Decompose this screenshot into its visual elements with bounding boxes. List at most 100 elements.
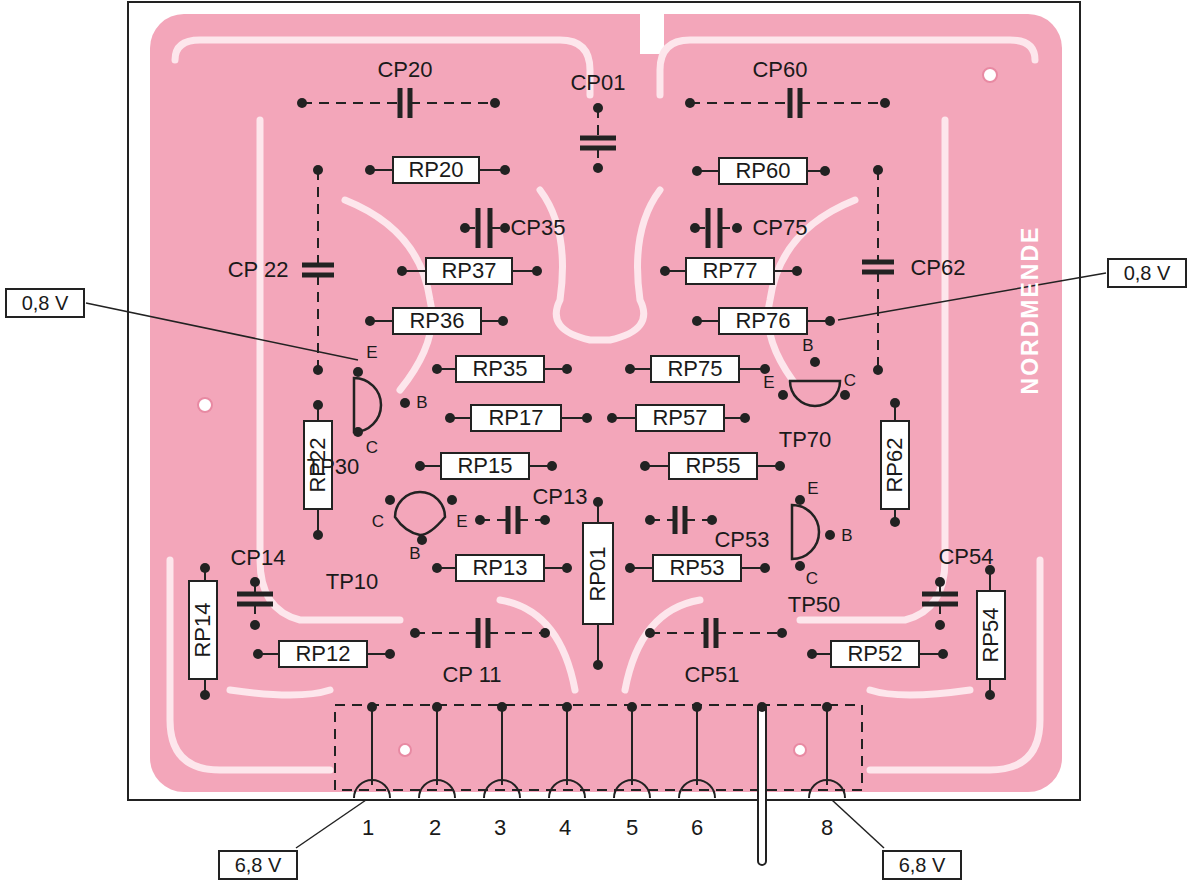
resistor-box: RP53: [652, 554, 742, 582]
pad: [200, 563, 210, 573]
pad: [313, 530, 323, 540]
capacitor-label: CP01: [570, 72, 625, 94]
pin-number: 6: [691, 817, 703, 839]
transistor-symbol: [395, 492, 445, 535]
cp53-leads: [650, 519, 712, 521]
leader-line: [296, 800, 366, 848]
resistor-box: RP62: [880, 420, 910, 510]
resistor-box: RP13: [455, 554, 545, 582]
pad: [498, 316, 508, 326]
pad: [760, 364, 770, 374]
part-text: RP13: [472, 557, 527, 579]
part-text: RP55: [685, 455, 740, 477]
capacitor-symbol: [790, 88, 800, 118]
part-text: RP76: [735, 310, 790, 332]
part-text: RP77: [702, 260, 757, 282]
part-text: 0,8 V: [1124, 263, 1171, 283]
pad: [490, 98, 500, 108]
pad: [795, 495, 805, 505]
resistor-box: RP57: [635, 404, 725, 432]
capacitor-label: CP14: [230, 547, 285, 569]
transistor-symbol: [792, 505, 819, 559]
pad: [250, 577, 260, 587]
resistor-box: RP12: [278, 640, 368, 668]
connector: [335, 705, 862, 865]
capacitor-label: CP54: [938, 546, 993, 568]
pad: [562, 563, 572, 573]
pad: [625, 364, 635, 374]
pad: [593, 497, 603, 507]
trace: [870, 690, 970, 695]
part-text: RP12: [295, 643, 350, 665]
pad: [365, 165, 375, 175]
pad: [873, 365, 883, 375]
pin-letter: E: [366, 344, 377, 361]
pin-letter: B: [409, 545, 420, 562]
pad: [775, 461, 785, 471]
pad: [660, 266, 670, 276]
pad: [547, 461, 557, 471]
pad: [460, 223, 470, 233]
pad: [400, 398, 410, 408]
part-text: RP36: [409, 310, 464, 332]
capacitor-plates: [237, 88, 958, 648]
pin-eyelets: [354, 780, 845, 798]
pin-number: 1: [362, 817, 374, 839]
capacitor-symbol: [862, 262, 894, 272]
pin-letter: B: [416, 394, 427, 411]
pin-letter: C: [366, 439, 378, 456]
frame: [128, 2, 1080, 800]
capacitor-symbol: [922, 594, 958, 604]
pad: [777, 628, 787, 638]
pad: [740, 413, 750, 423]
capacitor-symbol: [706, 618, 716, 648]
trace: [540, 190, 660, 340]
trace: [175, 40, 590, 95]
part-text: RP75: [667, 358, 722, 380]
hole: [399, 744, 411, 756]
pad: [532, 266, 542, 276]
pad: [353, 427, 363, 437]
pad: [707, 515, 717, 525]
cp22-leads: [317, 170, 319, 370]
capacitor-symbol: [237, 594, 273, 604]
pad: [475, 515, 485, 525]
capacitor-symbol: [508, 506, 518, 534]
resistor-box: RP76: [718, 307, 808, 335]
pad: [385, 649, 395, 659]
pad: [593, 103, 603, 113]
pad: [297, 98, 307, 108]
pad: [685, 98, 695, 108]
hole: [983, 68, 997, 82]
pad: [313, 165, 323, 175]
capacitor-label: CP35: [510, 217, 565, 239]
leader-line: [838, 273, 1106, 320]
resistor-box: RP17: [470, 404, 562, 432]
pad: [692, 316, 702, 326]
pin-number: 3: [494, 817, 506, 839]
pad: [645, 515, 655, 525]
resistor-box: RP55: [668, 452, 758, 480]
part-text: 6,8 V: [235, 855, 282, 875]
pad: [938, 649, 948, 659]
resistor-box: RP75: [650, 355, 740, 383]
pin-letter: B: [802, 337, 813, 354]
brand-mark: NORDMENDE: [1019, 226, 1042, 395]
pad: [415, 461, 425, 471]
pin-letter: C: [806, 570, 818, 587]
pad: [873, 165, 883, 175]
pin-letter: B: [841, 527, 852, 544]
capacitor-label: CP 11: [442, 664, 501, 686]
pad: [562, 702, 572, 712]
pad: [540, 515, 550, 525]
pad: [447, 495, 457, 505]
resistor-box: RP54: [976, 590, 1006, 680]
capacitor-symbol: [580, 138, 616, 148]
capacitor-label: CP75: [752, 217, 807, 239]
resistor-box: RP60: [718, 157, 808, 185]
pin-number: 4: [559, 817, 571, 839]
trace: [660, 40, 1035, 95]
pad: [935, 577, 945, 587]
